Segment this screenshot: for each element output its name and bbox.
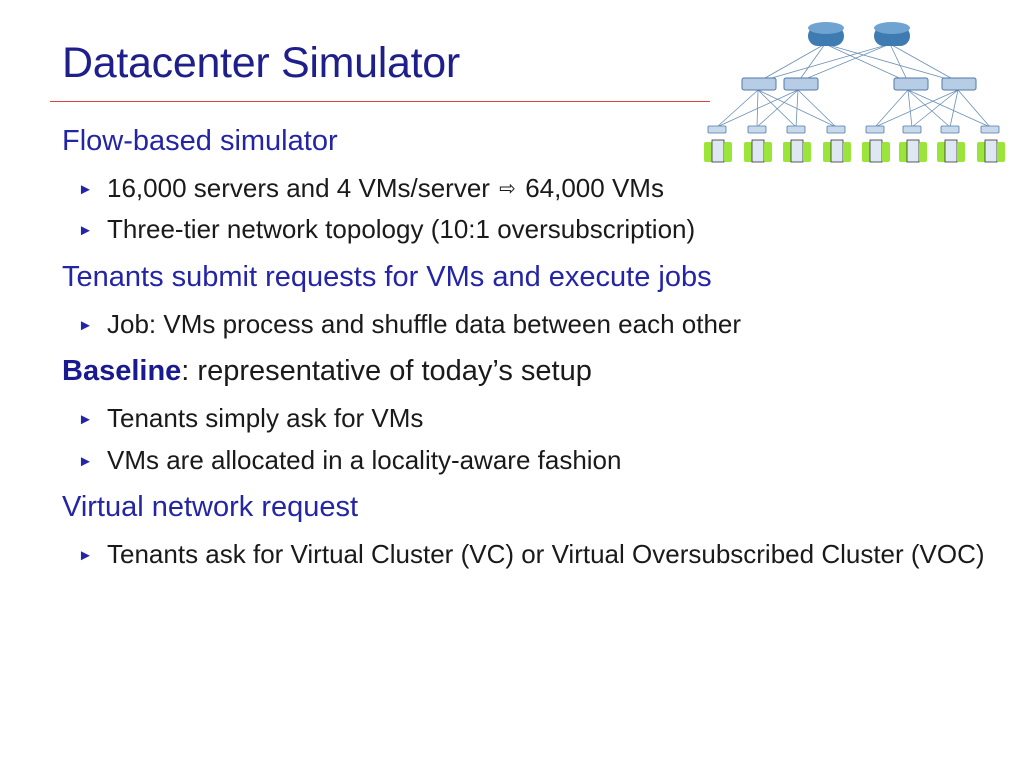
slide-title: Datacenter Simulator	[62, 39, 460, 87]
heading-tenants-submit: Tenants submit requests for VMs and exec…	[62, 260, 712, 293]
hollow-right-arrow-icon: ⇨	[499, 177, 516, 200]
bullet-tenants-ask-vms: ► Tenants simply ask for VMs	[62, 398, 992, 440]
triangle-right-bullet-icon: ►	[78, 547, 93, 565]
bullet-servers-vms: ► 16,000 servers and 4 VMs/server ⇨ 64,0…	[62, 168, 992, 210]
triangle-right-bullet-icon: ►	[78, 222, 93, 240]
bullet-text: Tenants ask for Virtual Cluster (VC) or …	[107, 539, 985, 570]
triangle-right-bullet-icon: ►	[78, 316, 93, 334]
heading-virtual-network-request: Virtual network request	[62, 491, 359, 524]
core-router-icon	[808, 22, 910, 46]
heading-baseline: Baseline: representative of today’s setu…	[62, 354, 992, 389]
slide-body: Flow-based simulator ► 16,000 servers an…	[62, 124, 992, 576]
triangle-right-bullet-icon: ►	[78, 180, 93, 198]
baseline-rest: : representative of today’s setup	[181, 355, 592, 388]
baseline-emphasis: Baseline	[62, 355, 182, 388]
bullet-text: Three-tier network topology (10:1 oversu…	[107, 214, 696, 245]
bullet-text-before: 16,000 servers and 4 VMs/server	[107, 172, 490, 203]
three-tier-network-topology-icon	[704, 22, 1005, 163]
bullet-three-tier: ► Three-tier network topology (10:1 over…	[62, 209, 992, 251]
aggregation-switch-icon	[741, 77, 977, 91]
bullet-text: Tenants simply ask for VMs	[107, 403, 424, 434]
triangle-right-bullet-icon: ►	[78, 411, 93, 429]
edge-switch-icon	[707, 125, 1000, 134]
title-divider	[50, 101, 710, 102]
bullet-virtual-cluster: ► Tenants ask for Virtual Cluster (VC) o…	[62, 534, 992, 576]
server-vm-icon	[704, 139, 1005, 163]
heading-flow-based-simulator: Flow-based simulator	[62, 125, 338, 157]
bullet-text: Job: VMs process and shuffle data betwee…	[107, 308, 742, 339]
bullet-job: ► Job: VMs process and shuffle data betw…	[62, 304, 992, 346]
bullet-locality-aware: ► VMs are allocated in a locality-aware …	[62, 440, 992, 482]
triangle-right-bullet-icon: ►	[78, 452, 93, 470]
bullet-text: VMs are allocated in a locality-aware fa…	[107, 444, 622, 475]
bullet-text-after: 64,000 VMs	[525, 172, 664, 203]
